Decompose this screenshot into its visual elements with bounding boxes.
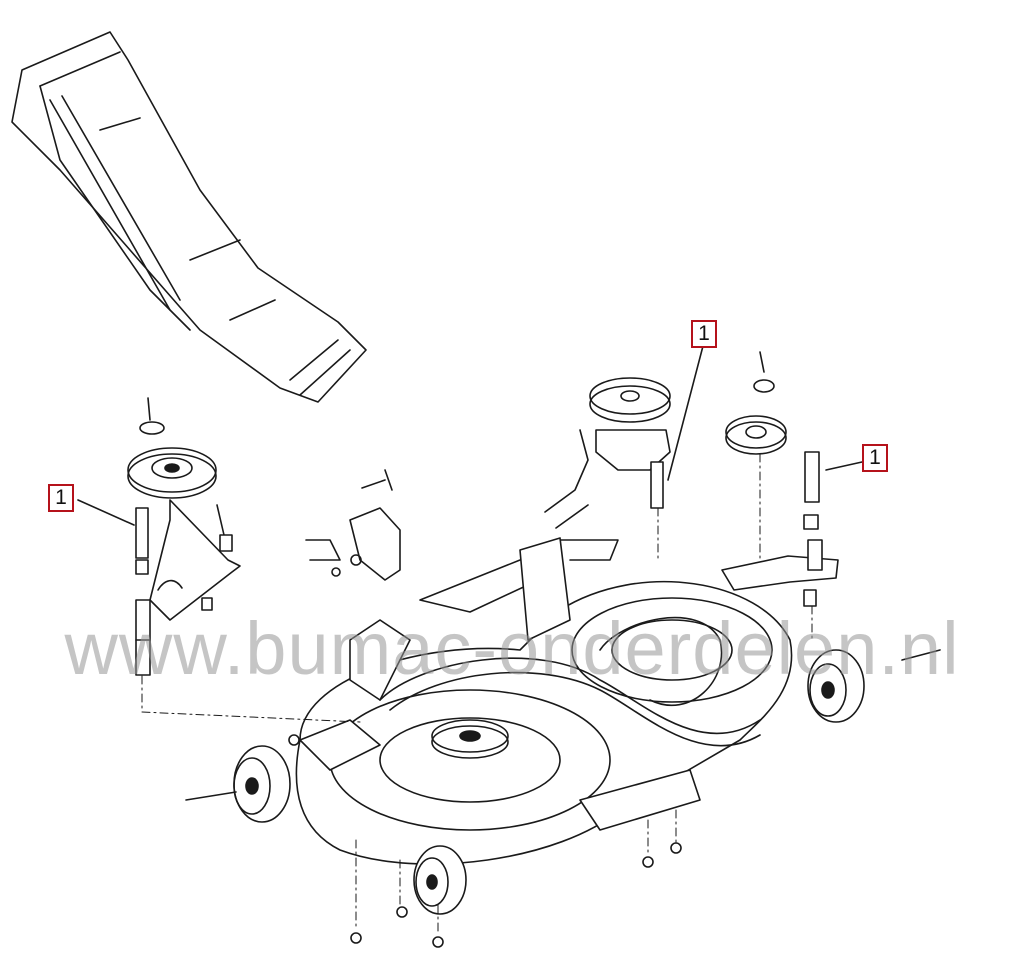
center-bracket-springs: [305, 469, 401, 581]
mower-deck: [295, 537, 793, 865]
callout-label-right: 1: [862, 444, 888, 472]
callout-label-top-center: 1: [691, 320, 717, 348]
discharge-chute: [11, 31, 367, 403]
hardware-bolts-nuts: [288, 734, 682, 948]
wheel-right: [807, 649, 941, 723]
callout-label-left: 1: [48, 484, 74, 512]
wheel-front: [413, 845, 467, 915]
wheel-left: [185, 745, 291, 823]
right-idler-pulley-assembly: [721, 351, 881, 607]
assembly-lines: [141, 453, 813, 936]
left-idler-pulley-assembly: [77, 397, 241, 676]
center-spindle-pulley: [544, 345, 704, 561]
